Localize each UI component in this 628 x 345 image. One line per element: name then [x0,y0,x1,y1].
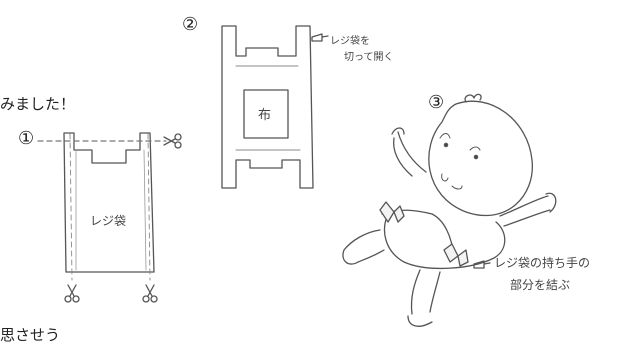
step2-note-line1: レジ袋を [330,36,370,47]
step3-baby [342,93,557,327]
step2-note-line2: 切って開く [344,52,394,63]
step3-number: ③ [428,92,445,113]
step3-note-line2: 部分を結ぶ [510,278,571,292]
step1-number: ① [18,128,35,149]
step3-note-line1: レジ袋の持ち手の [494,256,591,270]
caption-top-text: みました！ [0,95,76,113]
scissors-icon [142,284,158,303]
scissors-icon [163,133,182,149]
step2-opened-bag [221,25,314,189]
step2-number: ② [182,14,199,35]
step2-cloth-label: 布 [258,108,272,123]
pointing-hand-icon [473,260,491,269]
scissors-icon [64,284,80,303]
step1-plastic-bag [37,132,167,281]
caption-bottom-text: 思させう [0,326,61,344]
step1-bag-label: レジ袋 [90,214,127,228]
pointing-hand-icon [311,33,329,42]
